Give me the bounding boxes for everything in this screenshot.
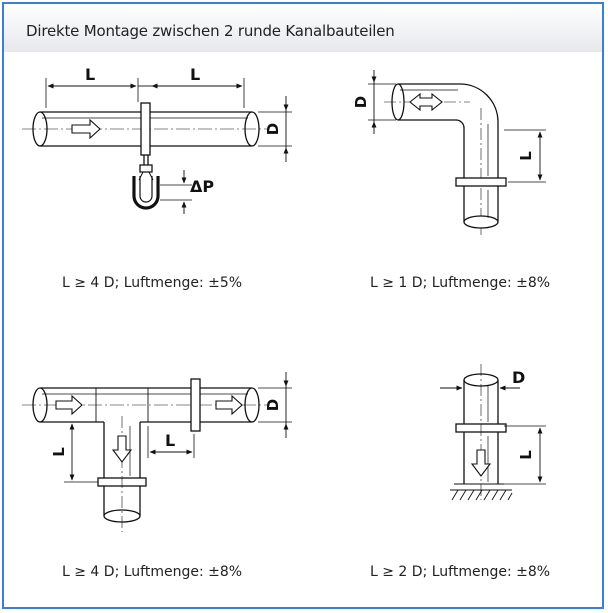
- header-bar: Direkte Montage zwischen 2 runde Kanalba…: [4, 4, 602, 52]
- diagram-vertical-duct: [440, 364, 546, 501]
- caption-top-right: L ≥ 1 D; Luftmenge: ±8%: [370, 275, 551, 291]
- diagram-elbow: [368, 70, 546, 235]
- page-title: Direkte Montage zwischen 2 runde Kanalba…: [26, 22, 395, 40]
- caption-bottom-left: L ≥ 4 D; Luftmenge: ±8%: [62, 564, 243, 580]
- length-label: L: [517, 450, 535, 460]
- length-label: L: [190, 65, 200, 84]
- diameter-label: D: [264, 123, 282, 135]
- caption-bottom-right: L ≥ 2 D; Luftmenge: ±8%: [370, 564, 551, 580]
- diagram-straight-duct: [22, 78, 292, 214]
- length-label: L: [517, 151, 535, 161]
- diagram-t-piece: [22, 372, 292, 532]
- diameter-label: D: [264, 399, 282, 411]
- caption-top-left: L ≥ 4 D; Luftmenge: ±5%: [62, 275, 243, 291]
- length-label: L: [50, 447, 68, 457]
- length-label: L: [85, 65, 95, 84]
- diameter-label: D: [352, 96, 370, 108]
- diameter-label: D: [512, 368, 525, 387]
- pressure-label: ΔP: [190, 177, 214, 196]
- length-label: L: [165, 431, 175, 450]
